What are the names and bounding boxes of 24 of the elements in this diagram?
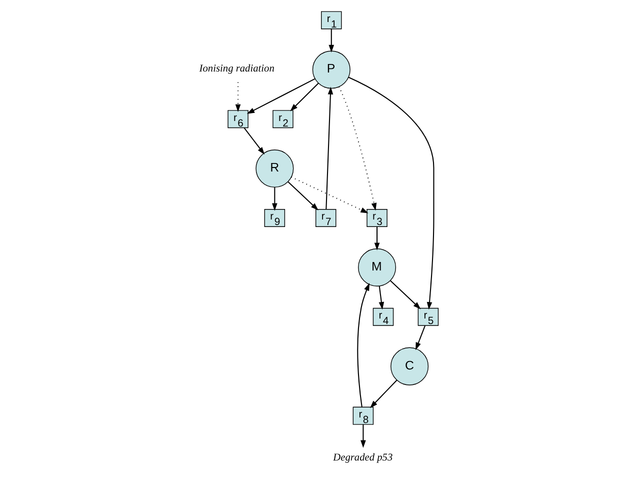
arrow xyxy=(246,78,315,114)
arrow xyxy=(243,128,264,155)
node-circle: P xyxy=(312,50,350,89)
arrow xyxy=(348,76,434,310)
arrow xyxy=(290,176,368,214)
node-circle: C xyxy=(390,347,428,386)
arrow xyxy=(272,187,277,211)
node-circle: R xyxy=(255,150,294,188)
arrow xyxy=(360,424,366,448)
arrow xyxy=(325,86,333,210)
arrow xyxy=(356,283,370,408)
arrow xyxy=(369,380,397,408)
arrow xyxy=(290,82,318,112)
arrow xyxy=(328,29,334,53)
arrow xyxy=(287,181,318,210)
arrow xyxy=(374,226,380,250)
arrow xyxy=(338,86,376,211)
node-text: Ionising radiation xyxy=(198,63,274,74)
node-text: Degraded p53 xyxy=(332,452,392,464)
node-circle: M xyxy=(358,248,396,286)
arrow xyxy=(415,326,426,350)
arrow xyxy=(378,286,384,310)
arrow xyxy=(390,280,420,310)
arrow xyxy=(234,82,240,112)
